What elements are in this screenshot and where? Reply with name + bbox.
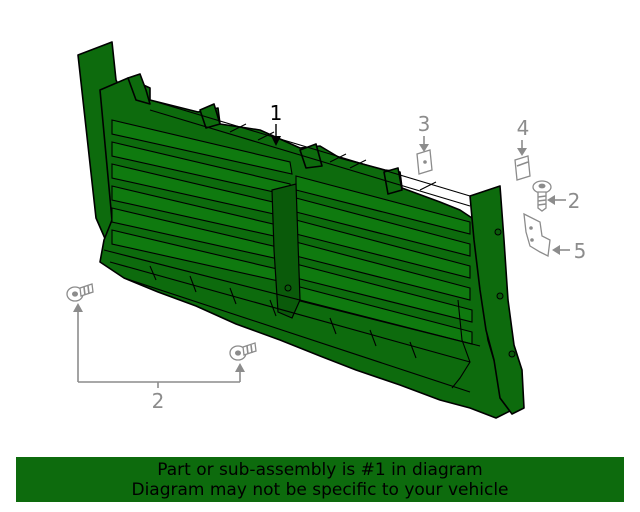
info-banner: Part or sub-assembly is #1 in diagram Di…	[16, 457, 624, 502]
callout-2-left: 2	[66, 283, 257, 413]
mount-tab	[199, 103, 221, 129]
banner-line-1: Part or sub-assembly is #1 in diagram	[157, 459, 483, 480]
callout-label-3: 3	[418, 112, 431, 136]
callout-3: 3	[416, 112, 433, 175]
banner-line-2: Diagram may not be specific to your vehi…	[131, 479, 509, 500]
center-divider	[271, 183, 301, 319]
clip-part-4	[514, 155, 531, 181]
left-louver-bank	[111, 119, 293, 285]
grille-shutter-assembly	[77, 41, 525, 419]
callout-label-4: 4	[517, 116, 530, 140]
right-louver-bank	[295, 175, 473, 345]
callout-label-5: 5	[574, 239, 587, 263]
mount-tab	[127, 73, 151, 105]
callout-5: 5	[523, 212, 587, 263]
callout-label-2-left: 2	[152, 389, 165, 413]
callout-1: 1	[270, 101, 283, 146]
bracket-part-5	[523, 212, 551, 257]
callout-label-2-right: 2	[568, 189, 581, 213]
callout-2-right: 2	[532, 180, 581, 213]
callout-4: 4	[514, 116, 531, 181]
callout-label-1: 1	[270, 101, 283, 125]
